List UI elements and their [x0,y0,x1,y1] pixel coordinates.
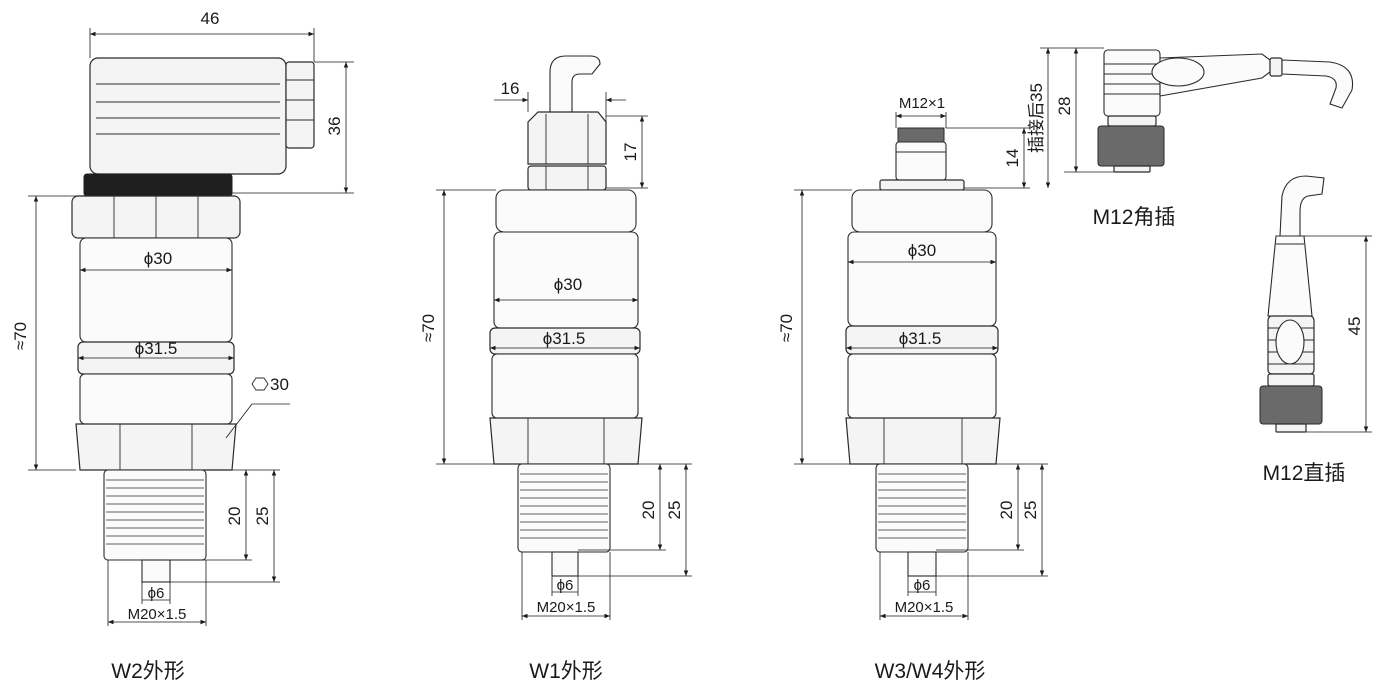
thread-lines-w3w4 [878,473,966,539]
w3w4-body-height-dim: ≈70 [777,314,796,342]
w1-caption: W1外形 [529,660,603,683]
w1-gland-width-dim: 16 [501,79,520,98]
view-w3w4: M12×1 14 ≈70 ϕ30 ϕ31.5 20 25 ϕ6 M20×1.5 … [777,95,1048,683]
w3w4-thread-len-b-dim: 25 [1021,501,1040,520]
w1-gland-height-dim: 17 [621,143,640,162]
din-connector [83,57,315,197]
w1-thread-len-a-dim: 20 [639,501,658,520]
w3w4-connector-height-dim: 14 [1003,149,1022,168]
thread-lines-w2 [106,479,204,545]
w3w4-connector-thread-dim: M12×1 [899,95,945,112]
view-w1: 16 17 ≈70 ϕ30 ϕ31.5 20 25 ϕ6 M20×1.5 W1外… [419,55,692,683]
view-w2: 46 36 ≈70 ϕ30 ϕ31.5 30 20 25 ϕ6 M20×1.5 … [11,9,354,683]
w2-width-dim: 46 [201,9,220,28]
w2-body-height-dim: ≈70 [11,322,30,350]
w2-caption: W2外形 [111,660,185,683]
m12-angle-height-dim: 28 [1055,97,1074,116]
w1-dia-upper-dim: ϕ30 [554,275,582,294]
w2-connector-height-dim: 36 [325,117,344,136]
w3w4-port-dia-dim: ϕ6 [914,577,931,594]
w2-hex-dim: 30 [270,375,289,394]
w2-dia-band-dim: ϕ31.5 [135,339,178,358]
w2-port-dia-dim: ϕ6 [148,585,165,602]
w3w4-dia-band-dim: ϕ31.5 [899,329,942,348]
w1-thread-len-b-dim: 25 [665,501,684,520]
m12-angle-caption: M12角插 [1093,206,1176,229]
w1-thread-dim: M20×1.5 [537,599,596,616]
w3w4-dia-upper-dim: ϕ30 [908,241,936,260]
w1-dia-band-dim: ϕ31.5 [543,329,586,348]
w3w4-caption: W3/W4外形 [875,660,986,683]
m12-straight-caption: M12直插 [1263,462,1346,485]
thread-lines-w1 [520,473,608,539]
view-m12-straight: 45 M12直插 [1259,175,1372,485]
w3w4-thread-dim: M20×1.5 [895,599,954,616]
w2-thread-len-b-dim: 25 [253,507,272,526]
m12-socket [879,127,965,191]
w1-body-height-dim: ≈70 [419,314,438,342]
w2-thread-len-a-dim: 20 [225,507,244,526]
m12-straight-height-dim: 45 [1345,317,1364,336]
w2-dia-upper-dim: ϕ30 [144,249,172,268]
w1-port-dia-dim: ϕ6 [557,577,574,594]
cable-gland [527,55,607,191]
w3w4-thread-len-a-dim: 20 [997,501,1016,520]
view-m12-angle: 插接后35 28 M12角插 [1027,47,1354,229]
m12-angle-mated-dim: 插接后35 [1027,83,1046,153]
w2-thread-dim: M20×1.5 [128,606,187,623]
